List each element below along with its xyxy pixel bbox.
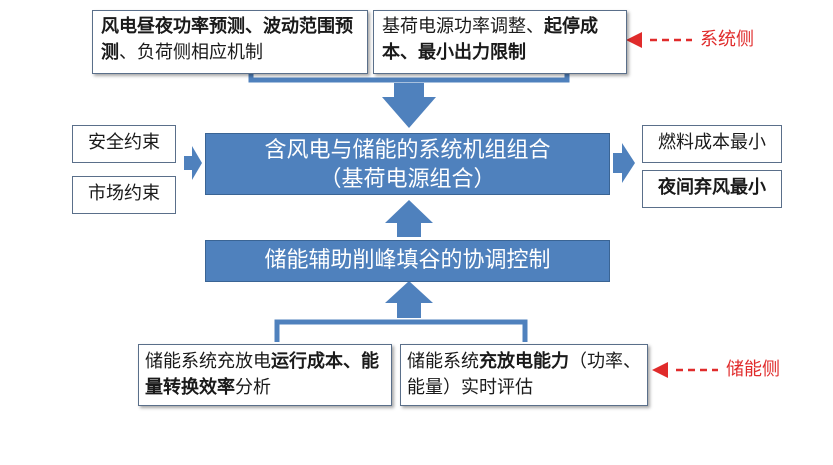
wind-forecast-text-1: 风电昼夜功率预测、波动范 xyxy=(101,16,317,37)
base-load-text-1: 基荷电源功率调整、 xyxy=(382,16,544,37)
wind-forecast-text-3: 、负荷侧相应机制 xyxy=(119,42,263,63)
storage-cost-text-4: 分析 xyxy=(235,377,271,398)
right-arrow-right xyxy=(613,143,635,183)
storage-capability-text-1: 储能系统 xyxy=(407,351,479,372)
wind-forecast-box: 风电昼夜功率预测、波动范围预测、负荷侧相应机制 xyxy=(92,10,368,74)
base-load-box: 基荷电源功率调整、起停成本、最小出力限制 xyxy=(373,10,627,74)
system-side-arrow-head xyxy=(626,32,642,48)
system-side-label: 系统侧 xyxy=(700,29,754,50)
storage-cost-text-1: 储能系统充放电 xyxy=(145,351,271,372)
storage-cost-text-3: 能量转换效率 xyxy=(145,351,379,398)
base-load-text-3: 成本、最小出力限制 xyxy=(382,16,598,63)
down-arrow-top xyxy=(382,83,436,128)
storage-capability-text-2: 充放电能力 xyxy=(479,351,569,372)
top-bracket-line xyxy=(248,72,570,83)
market-constraint-box: 市场约束 xyxy=(72,176,176,214)
unit-commitment-box: 含风电与储能的系统机组组合 （基荷电源组合） xyxy=(205,133,610,195)
up-arrow-middle xyxy=(385,200,433,237)
up-arrow-bottom xyxy=(385,281,433,318)
storage-capability-box: 储能系统充放电能力（功率、能量）实时评估 xyxy=(400,344,648,406)
unit-commitment-title: 含风电与储能的系统机组组合 xyxy=(264,138,551,163)
storage-side-label: 储能侧 xyxy=(726,359,780,380)
storage-side-arrow-head xyxy=(652,362,668,378)
storage-cost-box: 储能系统充放电运行成本、能量转换效率分析 xyxy=(138,344,392,406)
coordination-control-box: 储能辅助削峰填谷的协调控制 xyxy=(205,240,610,282)
storage-capability-text-3: （功率、能量）实时评估 xyxy=(407,351,641,398)
bottom-bracket-line xyxy=(274,319,528,342)
base-load-text-2: 起停 xyxy=(544,16,580,37)
right-arrow-left xyxy=(184,146,202,180)
wind-curtailment-box: 夜间弃风最小 xyxy=(642,170,782,208)
storage-cost-text-2: 运行成本、 xyxy=(271,351,361,372)
unit-commitment-subtitle: （基荷电源组合） xyxy=(319,167,496,192)
fuel-cost-box: 燃料成本最小 xyxy=(642,125,782,163)
safety-constraint-box: 安全约束 xyxy=(72,125,176,163)
wind-forecast-text-2: 围预测 xyxy=(101,16,353,63)
